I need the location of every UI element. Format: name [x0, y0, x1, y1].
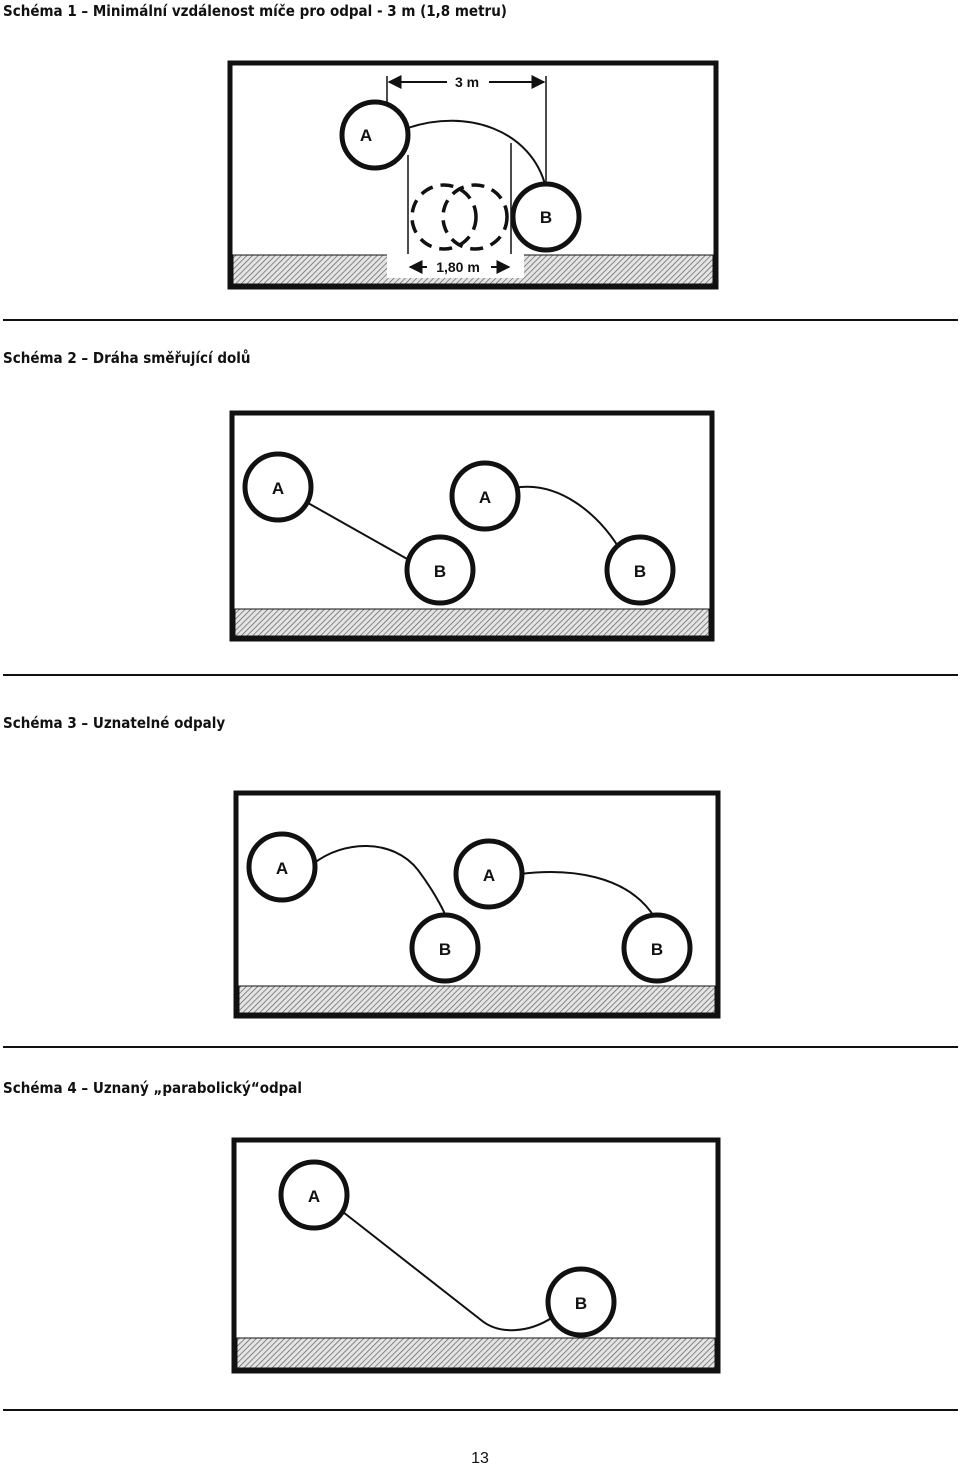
floor-hatch — [238, 985, 716, 1014]
schema-3-diagram: A B A B — [233, 790, 721, 1019]
schema-4-caption: Schéma 4 – Uznaný „parabolický“odpal — [3, 1079, 303, 1097]
ball-a-right — [449, 460, 521, 532]
ball-a-left — [242, 451, 314, 523]
ball-a-label: A — [360, 126, 372, 145]
section-divider — [3, 319, 958, 321]
trajectory-right — [513, 485, 620, 549]
page-number: 13 — [471, 1450, 489, 1467]
ghost-ball-right — [441, 183, 509, 251]
ball-b-right-label: B — [651, 940, 663, 959]
dim-top-label: 3 m — [455, 74, 479, 90]
trajectory — [342, 1211, 554, 1332]
schema-2-diagram: A B A B — [229, 410, 715, 642]
ball-b-left — [404, 534, 476, 606]
ball-b-right-label: B — [634, 562, 646, 581]
ghost-ball-left — [410, 183, 478, 251]
trajectory-left — [312, 845, 447, 919]
section-divider — [3, 1046, 958, 1048]
ball-a — [278, 1159, 350, 1231]
ball-a-left-label: A — [272, 479, 284, 498]
ball-a-left — [246, 831, 318, 903]
floor-hatch — [236, 1337, 716, 1369]
ball-b-right — [621, 912, 693, 984]
schema-4-diagram: A B — [231, 1137, 721, 1374]
ball-b-left — [409, 912, 481, 984]
ball-b-left-label: B — [439, 940, 451, 959]
trajectory-left — [307, 502, 410, 561]
schema-2-caption: Schéma 2 – Dráha směřující dolů — [3, 349, 251, 367]
schema-1-caption: Schéma 1 – Minimální vzdálenost míče pro… — [3, 2, 507, 20]
ball-b-right — [604, 534, 676, 606]
ball-a-right-label: A — [479, 488, 491, 507]
ball-a-right-label: A — [483, 866, 495, 885]
trajectory-right — [519, 871, 656, 919]
ball-a-right — [453, 838, 525, 910]
ball-a-label: A — [308, 1187, 320, 1206]
ball-b-label: B — [575, 1294, 587, 1313]
ball-b — [510, 181, 582, 253]
trajectory — [407, 119, 547, 189]
schema-1-diagram: 3 m 1,80 m A B — [227, 60, 719, 290]
field-frame — [227, 60, 719, 290]
floor-hatch — [234, 608, 710, 637]
dim-bottom-label: 1,80 m — [436, 259, 480, 275]
ball-b-left-label: B — [434, 562, 446, 581]
ball-a-left-label: A — [276, 859, 288, 878]
schema-3-caption: Schéma 3 – Uznatelné odpaly — [3, 714, 226, 732]
ball-b-label: B — [540, 208, 552, 227]
ball-a — [339, 99, 411, 171]
section-divider — [3, 674, 958, 676]
ball-b — [545, 1266, 617, 1338]
section-divider — [3, 1409, 958, 1411]
